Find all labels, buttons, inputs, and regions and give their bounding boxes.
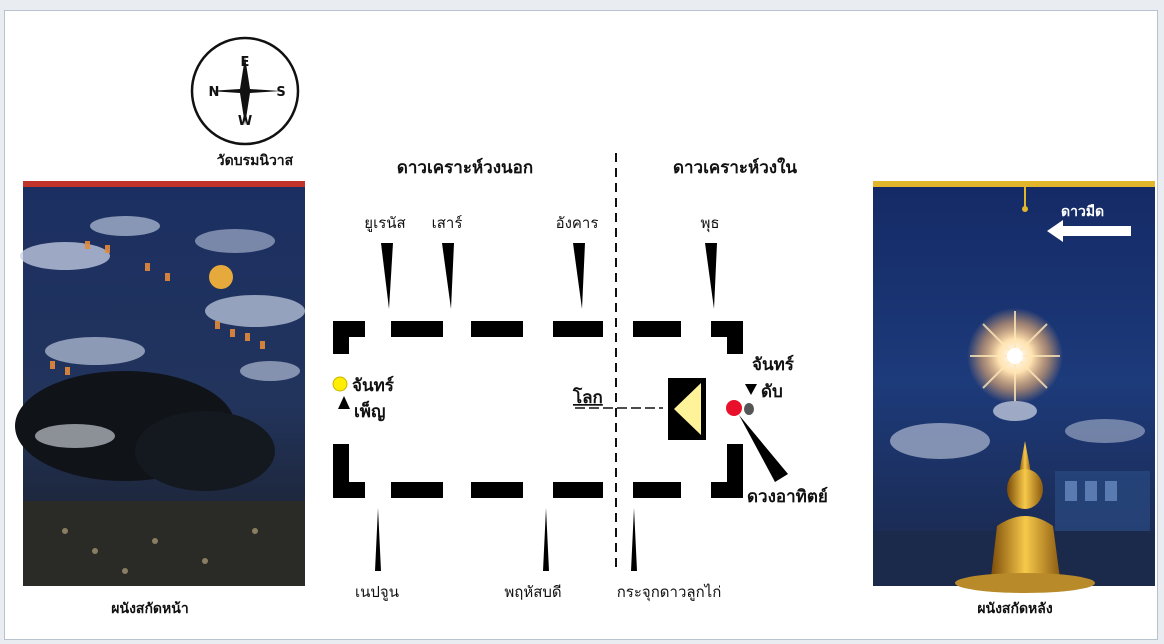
pointer-jupiter: [543, 508, 549, 571]
label-mirror: กระจุกดาวลูกไก่: [617, 583, 722, 602]
heading-inner-planets: ดาวเคราะห์วงใน: [673, 157, 797, 178]
compass-south: S: [276, 85, 285, 100]
pointer-mars: [573, 243, 585, 309]
new-moon-line1: จันทร์: [752, 354, 795, 375]
dark-star-label: ดาวมืด: [1061, 204, 1104, 220]
arrow-left-icon: [1047, 220, 1131, 242]
caption-front-wall: ผนังสกัดหน้า: [111, 601, 188, 617]
hall-outline: [333, 321, 743, 498]
temple-name: วัดบรมนิวาส: [217, 153, 294, 169]
new-moon-line2: ดับ: [761, 382, 783, 402]
compass: E W N S: [190, 36, 300, 146]
sun-dot: [726, 400, 742, 416]
heading-outer-planets: ดาวเคราะห์วงนอก: [397, 157, 533, 178]
solar-system-diagram: E W N S วัดบรมนิวาส ผนังสกัดหน้า: [15, 36, 1155, 617]
diagram-frame: E W N S วัดบรมนิวาส ผนังสกัดหน้า: [4, 10, 1158, 640]
label-jupiter: พฤหัสบดี: [504, 583, 561, 601]
compass-west: W: [238, 114, 252, 129]
buddha-figure: [955, 441, 1095, 593]
label-saturn: เสาร์: [432, 214, 463, 232]
pointer-mercury: [705, 243, 717, 309]
pointer-new-moon: [745, 384, 757, 395]
pointer-mirror: [631, 508, 637, 571]
label-uranus: ยูเรนัส: [364, 214, 405, 232]
pointer-neptune: [375, 508, 381, 571]
mural-moon: [209, 265, 233, 289]
front-wall-mural: [15, 181, 305, 586]
full-moon-dot: [332, 376, 348, 392]
pointer-uranus: [381, 243, 393, 309]
pointer-sun: [739, 415, 788, 482]
label-neptune: เนปจูน: [355, 583, 399, 601]
full-moon-line1: จันทร์: [352, 375, 395, 396]
compass-east: E: [241, 55, 250, 70]
mural-sun-glow: [1007, 348, 1023, 364]
label-earth: โลก: [572, 387, 603, 408]
back-wall-mural: ดาวมืด: [873, 181, 1155, 593]
earth-triangle: [674, 383, 701, 435]
label-sun: ดวงอาทิตย์: [747, 486, 828, 507]
new-moon-dot: [744, 403, 754, 415]
compass-star-icon: [209, 57, 281, 125]
pointer-full-moon: [338, 396, 350, 409]
compass-north: N: [209, 85, 220, 100]
caption-back-wall: ผนังสกัดหลัง: [977, 601, 1053, 617]
pointer-saturn: [442, 243, 454, 309]
full-moon-line2: เพ็ญ: [354, 399, 386, 422]
label-mars: อังคาร: [556, 214, 599, 232]
label-mercury: พุธ: [700, 214, 719, 233]
